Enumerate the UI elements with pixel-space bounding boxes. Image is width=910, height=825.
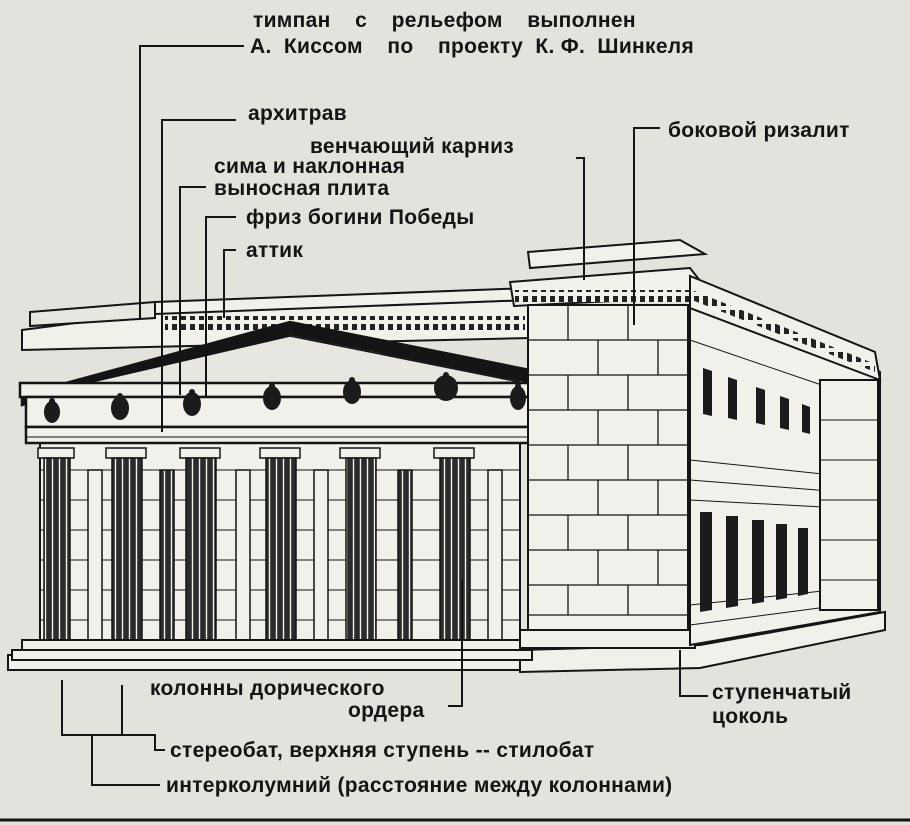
leader-architrave bbox=[161, 119, 236, 432]
columns bbox=[37, 447, 503, 641]
leader-frieze bbox=[205, 216, 236, 398]
leader-columns bbox=[448, 580, 463, 707]
label-sima-line2: выносная плита bbox=[214, 177, 390, 200]
label-columns-line1: колонны дорического bbox=[150, 677, 385, 700]
stylobate bbox=[11, 639, 533, 661]
label-side-risalit: боковой ризалит bbox=[668, 119, 850, 142]
leader-intercolumn bbox=[91, 735, 160, 786]
leader-plinth bbox=[679, 650, 708, 697]
label-stereobate: стереобат, верхняя ступень -- стилобат bbox=[170, 739, 595, 762]
leader-cornice bbox=[576, 157, 585, 280]
column-1 bbox=[37, 447, 75, 641]
label-columns-line2: ордера bbox=[348, 699, 425, 722]
side-risalit bbox=[508, 238, 714, 649]
column-6 bbox=[433, 447, 475, 641]
label-cornice: венчающий карниз bbox=[310, 135, 515, 158]
label-sima-line1: сима и наклонная bbox=[214, 155, 406, 178]
column-3 bbox=[179, 447, 221, 641]
label-frieze: фриз богини Победы bbox=[246, 206, 475, 229]
leader-intercolumn-bracket bbox=[61, 680, 122, 736]
leader-risalit bbox=[633, 127, 660, 325]
label-intercolumn: интерколумний (расстояние между колоннам… bbox=[166, 774, 673, 797]
label-attic: аттик bbox=[246, 239, 304, 262]
leader-sima bbox=[179, 186, 206, 395]
leader-lines bbox=[61, 45, 708, 786]
column-2 bbox=[105, 447, 147, 641]
label-plinth-line2: цоколь bbox=[712, 705, 789, 728]
label-tympanum-line2: А. Киссом по проекту К. Ф. Шинкеля bbox=[250, 35, 695, 58]
label-plinth-line1: ступенчатый bbox=[712, 681, 852, 704]
leader-tympanum bbox=[139, 45, 244, 318]
leader-attic bbox=[223, 249, 236, 318]
victory-figures bbox=[44, 372, 526, 423]
label-tympanum-line1: тимпан с рельефом выполнен bbox=[253, 9, 636, 32]
side-wall bbox=[689, 274, 882, 647]
column-5 bbox=[339, 447, 381, 641]
leader-stereobate bbox=[121, 685, 165, 751]
attic bbox=[21, 286, 531, 352]
label-architrave: архитрав bbox=[248, 102, 347, 125]
column-4 bbox=[259, 447, 301, 641]
